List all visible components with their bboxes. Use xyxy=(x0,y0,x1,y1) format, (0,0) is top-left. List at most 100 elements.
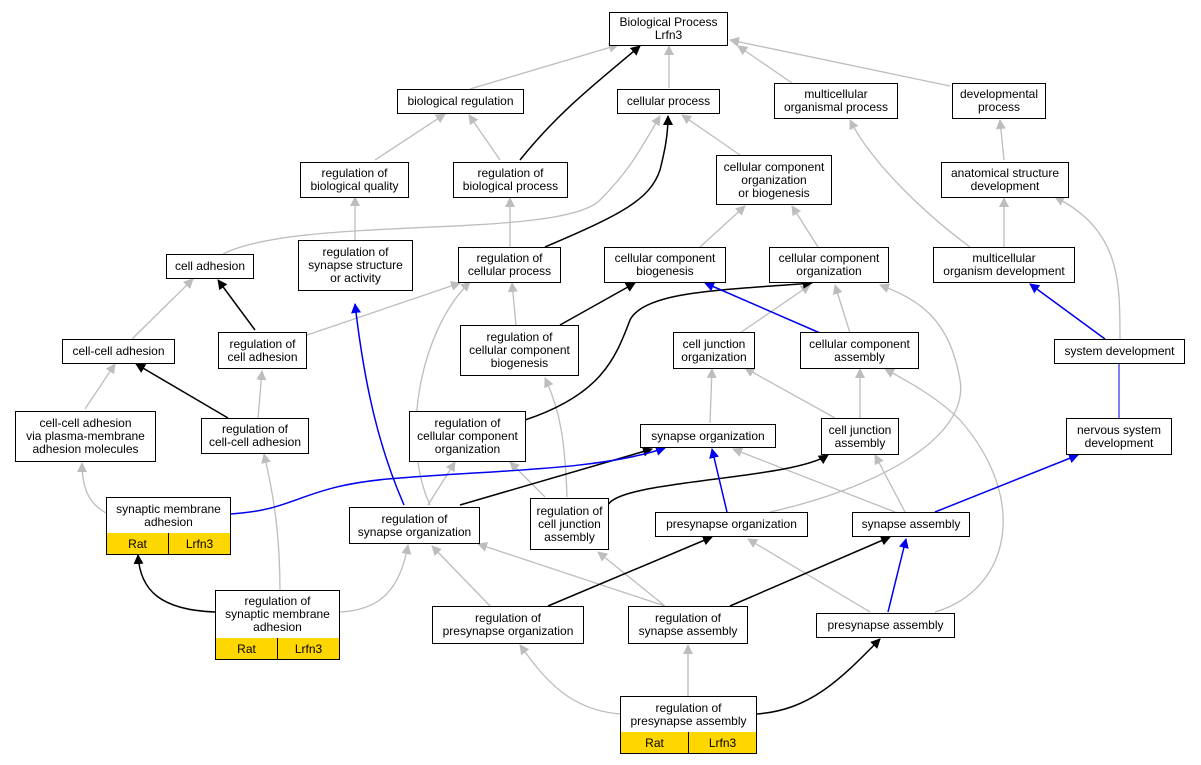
edge-regccorg-ccorg xyxy=(524,278,813,421)
node-multicellular-organismal-process[interactable]: multicellular organismal process xyxy=(774,83,898,119)
tag-gene: Lrfn3 xyxy=(277,638,339,659)
node-regulation-of-biological-quality[interactable]: regulation of biological quality xyxy=(300,162,409,198)
edge-regsynmem-regsynorg xyxy=(339,544,412,613)
node-regulation-of-cellular-component-biogenesis[interactable]: regulation of cellular component biogene… xyxy=(460,325,579,376)
node-cell-cell-adhesion[interactable]: cell-cell adhesion xyxy=(62,339,175,364)
node-cell-cell-adhesion-via-plasma-membrane-adhesion-molecules[interactable]: cell-cell adhesion via plasma-membrane a… xyxy=(15,411,156,462)
edge-multi-bp xyxy=(737,45,793,84)
node-regulation-of-cell-junction-assembly[interactable]: regulation of cell junction assembly xyxy=(530,498,609,550)
node-regulation-of-cellular-component-organization[interactable]: regulation of cellular component organiz… xyxy=(409,411,526,462)
edge-ccasm-ccbio xyxy=(704,282,821,334)
edge-regcell-cellproc xyxy=(544,115,673,248)
node-system-development[interactable]: system development xyxy=(1054,339,1185,364)
node-multicellular-organism-development[interactable]: multicellular organism development xyxy=(933,247,1075,283)
edge-bioreg-bp xyxy=(469,42,619,90)
node-regulation-of-presynapse-assembly[interactable]: regulation of presynapse assembly xyxy=(620,696,757,733)
edge-preorg-synorg xyxy=(709,448,728,513)
node-presynapse-organization[interactable]: presynapse organization xyxy=(655,512,808,537)
tag-regulation-of-synaptic-membrane-adhesion: Rat Lrfn3 xyxy=(215,638,340,660)
edge-regccadh-ccadh xyxy=(135,363,229,419)
edge-multidev-multi xyxy=(849,119,971,248)
edge-synmem-synorg xyxy=(229,446,666,515)
node-regulation-of-cell-cell-adhesion[interactable]: regulation of cell-cell adhesion xyxy=(201,418,309,454)
node-synapse-organization[interactable]: synapse organization xyxy=(640,424,776,448)
edge-ccadh-celladh xyxy=(131,278,194,340)
node-developmental-process[interactable]: developmental process xyxy=(952,83,1046,119)
edge-ccbio-ccob xyxy=(699,205,746,248)
node-regulation-of-presynapse-organization[interactable]: regulation of presynapse organization xyxy=(432,606,584,644)
edge-preasm-synasm xyxy=(887,538,909,613)
node-regulation-of-synaptic-membrane-adhesion[interactable]: regulation of synaptic membrane adhesion xyxy=(215,590,340,639)
edge-ccorg-ccob xyxy=(791,205,819,248)
edge-ccasm-ccorg xyxy=(832,284,851,334)
node-regulation-of-synapse-organization[interactable]: regulation of synapse organization xyxy=(349,507,480,544)
edge-regsynorg-regsyn xyxy=(351,303,405,506)
edge-regbio-bioreg xyxy=(468,114,501,161)
edge-anat-devproc xyxy=(995,119,1006,161)
node-cellular-component-assembly[interactable]: cellular component assembly xyxy=(800,332,919,369)
node-biological-regulation[interactable]: biological regulation xyxy=(397,89,524,114)
edge-sysdev-multidev xyxy=(1029,283,1106,340)
node-regulation-of-cellular-process[interactable]: regulation of cellular process xyxy=(458,247,561,283)
edge-preorg-ccorg xyxy=(769,283,962,513)
node-cellular-component-organization-or-biogenesis[interactable]: cellular component organization or bioge… xyxy=(716,155,832,205)
node-cell-junction-assembly[interactable]: cell junction assembly xyxy=(821,418,899,455)
edge-synasm-nsdev xyxy=(934,453,1079,513)
node-synaptic-membrane-adhesion[interactable]: synaptic membrane adhesion xyxy=(106,497,231,534)
edge-devproc-bp xyxy=(729,36,951,87)
tag-gene: Lrfn3 xyxy=(688,732,756,753)
edge-regpreorg-regsynorg xyxy=(431,545,491,607)
node-cell-adhesion[interactable]: cell adhesion xyxy=(166,254,254,279)
edge-regcjasm-regccbio xyxy=(544,377,568,498)
edge-regpreorg-preorg xyxy=(547,535,713,607)
tag-gene: Lrfn3 xyxy=(168,533,230,554)
edge-regsynorg-synorg xyxy=(459,446,653,506)
edge-regsynasm-regsynorg xyxy=(477,542,666,607)
node-nervous-system-development[interactable]: nervous system development xyxy=(1066,418,1172,455)
tag-regulation-of-presynapse-assembly: Rat Lrfn3 xyxy=(620,732,757,754)
edge-cjorg-ccorg xyxy=(739,284,811,334)
edge-regsynmem-regccadh xyxy=(261,453,281,593)
edge-preasm-ccasm xyxy=(884,368,1004,613)
node-regulation-of-biological-process[interactable]: regulation of biological process xyxy=(453,162,568,198)
node-cellular-component-biogenesis[interactable]: cellular component biogenesis xyxy=(604,247,726,283)
tag-species: Rat xyxy=(107,533,168,554)
edge-regsynorg-regcell xyxy=(415,281,471,506)
edge-regqual-bioreg xyxy=(374,113,446,161)
edge-regcelladh-celladh xyxy=(217,279,256,331)
edge-synmem-ccadhpm xyxy=(77,462,109,515)
node-regulation-of-synapse-assembly[interactable]: regulation of synapse assembly xyxy=(628,606,748,644)
edge-synasm-cjasm xyxy=(874,454,906,513)
edge-regcjasm-regccorg xyxy=(509,461,546,498)
edge-regcjasm-cjasm xyxy=(607,454,829,506)
node-cellular-component-organization[interactable]: cellular component organization xyxy=(769,247,889,283)
edge-preasm-preorg xyxy=(747,538,871,613)
edge-ccadhpm-ccadh xyxy=(84,363,116,410)
node-synapse-assembly[interactable]: synapse assembly xyxy=(852,512,970,537)
edge-regccbio-ccbio xyxy=(559,282,636,326)
node-anatomical-structure-development[interactable]: anatomical structure development xyxy=(941,162,1069,198)
edge-regsynorg-regccorg xyxy=(427,461,456,506)
edge-regccbio-regcell xyxy=(507,282,518,326)
edge-synorg-cjorg xyxy=(706,368,717,424)
edge-regsynasm-synasm xyxy=(729,535,891,607)
node-regulation-of-synapse-structure-or-activity[interactable]: regulation of synapse structure or activ… xyxy=(298,240,413,291)
edge-regbio-bp xyxy=(519,45,641,161)
edge-sysdev-anat xyxy=(1054,196,1121,340)
node-presynapse-assembly[interactable]: presynapse assembly xyxy=(816,613,955,638)
edge-cjasm-cjorg xyxy=(744,367,836,419)
edge-regpreasm-regpreorg xyxy=(519,644,621,715)
edge-regsynmem-synmem xyxy=(133,554,216,613)
node-regulation-of-cell-adhesion[interactable]: regulation of cell adhesion xyxy=(218,332,307,369)
node-biological-process[interactable]: Biological Process Lrfn3 xyxy=(609,12,728,46)
edge-ccob-cellproc xyxy=(681,114,741,156)
edge-regsynasm-regcjasm xyxy=(597,551,666,607)
node-cellular-process[interactable]: cellular process xyxy=(617,89,720,114)
tag-species: Rat xyxy=(621,732,688,753)
edge-regpreasm-preasm xyxy=(756,638,881,715)
edge-regccadh-regcelladh xyxy=(256,370,267,419)
edge-synasm-synorg xyxy=(732,447,896,513)
node-cell-junction-organization[interactable]: cell junction organization xyxy=(673,332,755,369)
